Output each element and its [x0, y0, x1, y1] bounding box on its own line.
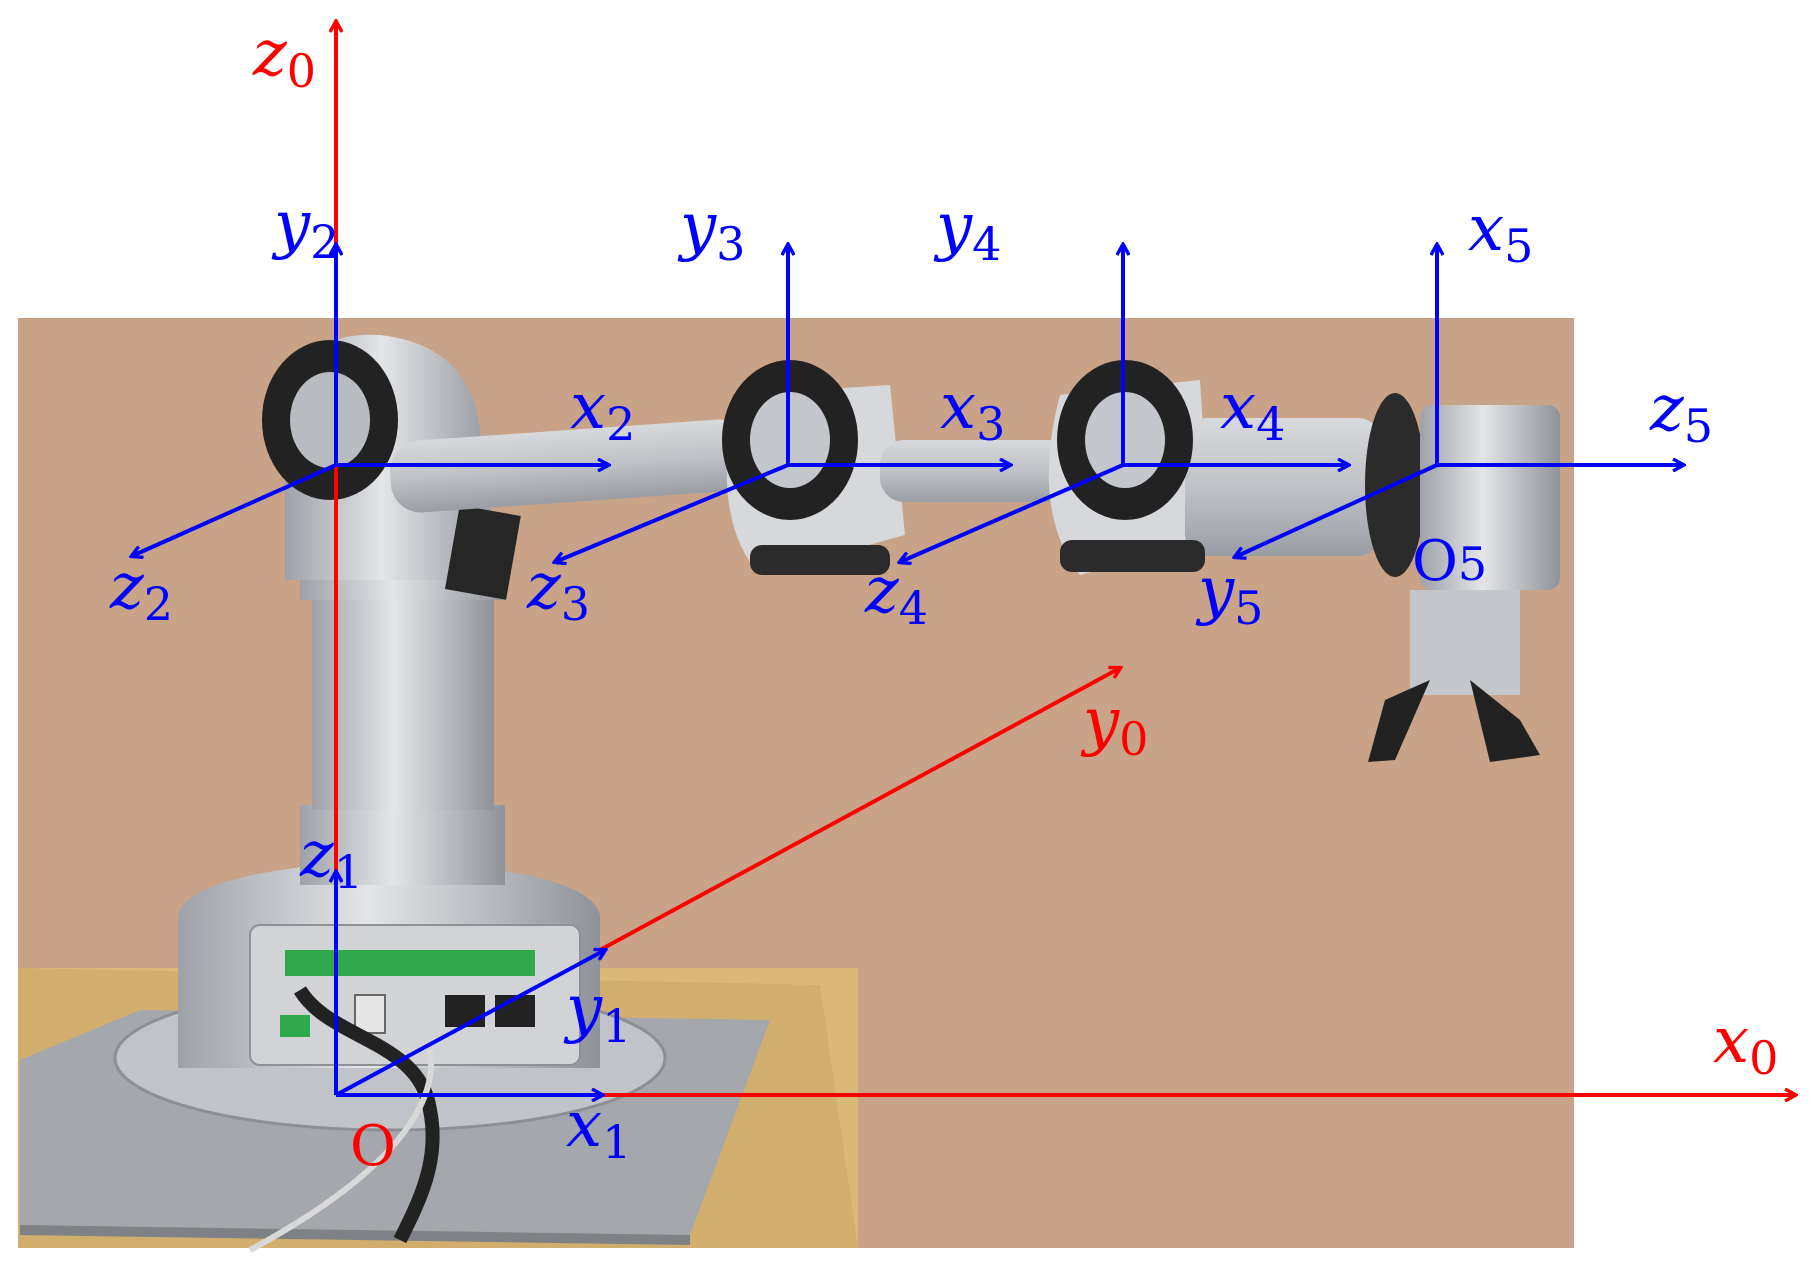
- label-y1: y1: [563, 972, 631, 1053]
- axis-y1: [335, 950, 605, 1097]
- label-y5: y5: [1195, 554, 1263, 635]
- label-y0: y0: [1080, 685, 1148, 766]
- label-z3: z3: [526, 550, 590, 631]
- gripper-body: [1420, 405, 1560, 590]
- axis-z2: [132, 463, 337, 556]
- ethernet-port-1: [445, 995, 485, 1027]
- label-origin-O5: O5: [1412, 529, 1487, 594]
- gripper-finger-left: [1368, 680, 1430, 762]
- axis-z3: [555, 463, 789, 562]
- axis-y0: [599, 668, 1120, 952]
- label-z4: z4: [864, 554, 928, 635]
- power-connector: [280, 1015, 310, 1037]
- axis-z4: [900, 463, 1124, 562]
- label-x4: x4: [1220, 370, 1285, 451]
- label-x1: x1: [566, 1088, 631, 1169]
- wrist-underside: [1060, 540, 1205, 572]
- label-x5: x5: [1468, 192, 1533, 273]
- grey-cable: [248, 1049, 435, 1253]
- label-z5: z5: [1649, 372, 1713, 453]
- label-x3: x3: [940, 370, 1005, 451]
- label-x2: x2: [570, 370, 635, 451]
- label-x0: x0: [1713, 1004, 1778, 1085]
- joint-cap-2: [262, 340, 398, 500]
- usb-port: [354, 994, 386, 1034]
- wrist-link: [1185, 418, 1380, 556]
- label-z1: z1: [299, 818, 363, 899]
- terminal-blocks: [285, 950, 535, 976]
- shoulder-motor: [445, 505, 521, 600]
- axis-y5: [1235, 463, 1438, 557]
- forearm: [880, 440, 1090, 502]
- base-plate-edge: [20, 1225, 690, 1245]
- label-z0: z0: [252, 17, 316, 98]
- label-z2: z2: [109, 550, 173, 631]
- gripper-mount: [1410, 590, 1520, 695]
- label-y2: y2: [271, 188, 339, 269]
- joint-frames: [132, 245, 1683, 1095]
- label-origin-O: O: [350, 1114, 396, 1179]
- axis-labels: z0 x0 y0 O z1 y1 x1 y2 x2 z2 y3 x3 z3 y4…: [109, 17, 1778, 1179]
- label-y4: y4: [933, 190, 1001, 271]
- robot-photo: [18, 318, 1574, 1253]
- label-y3: y3: [677, 190, 745, 271]
- column: [312, 590, 494, 810]
- elbow-underside: [750, 545, 890, 575]
- gripper-finger-right: [1470, 680, 1540, 762]
